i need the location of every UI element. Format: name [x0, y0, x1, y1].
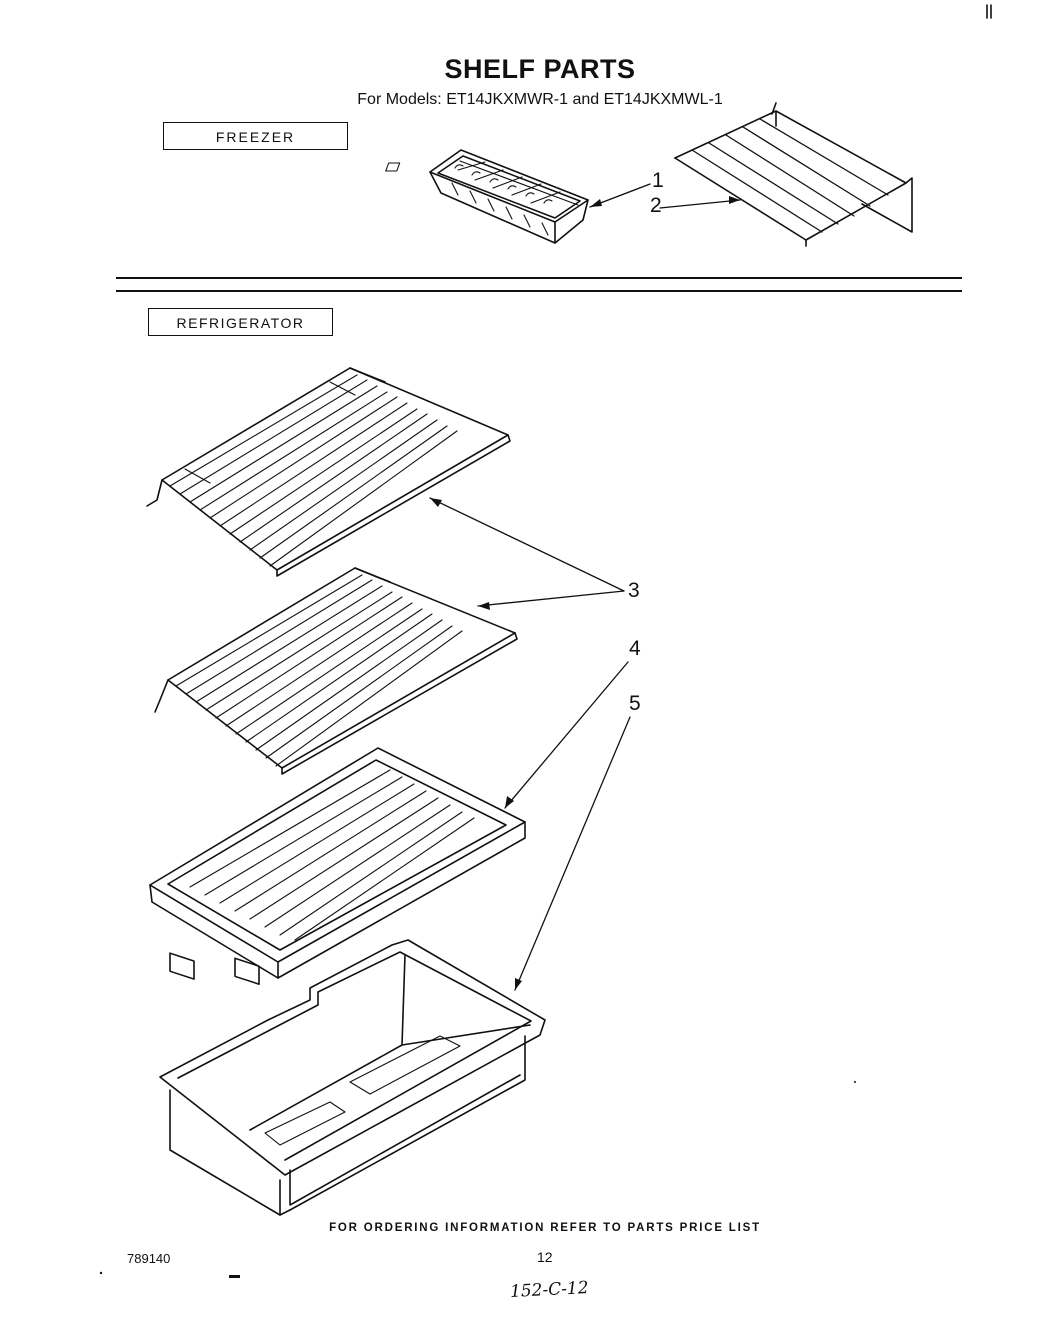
handwritten-note: 152-C-12 — [509, 1277, 590, 1303]
section-divider-bottom — [116, 290, 962, 292]
callout-leaders — [429, 183, 741, 991]
callout-3: 3 — [628, 579, 640, 602]
freezer-section-label: FREEZER — [163, 122, 348, 150]
callout-2: 2 — [650, 194, 662, 217]
crisper-drawer-drawing — [159, 939, 546, 1216]
section-divider-top — [116, 277, 962, 279]
page-number: 12 — [537, 1249, 553, 1265]
wire-shelf-upper-drawing — [146, 367, 511, 577]
freezer-wire-shelf-drawing — [674, 102, 913, 247]
page-title: SHELF PARTS — [444, 54, 636, 84]
models-subtitle: For Models: ET14JKXMWR-1 and ET14JKXMWL-… — [357, 91, 723, 108]
refrigerator-section-label: REFRIGERATOR — [148, 308, 333, 336]
callout-1: 1 — [652, 169, 664, 192]
callout-5: 5 — [629, 692, 641, 715]
callout-arrowheads — [430, 196, 740, 990]
callout-4: 4 — [629, 637, 641, 660]
ordering-footer: FOR ORDERING INFORMATION REFER TO PARTS … — [329, 1222, 761, 1234]
ice-tray-drawing — [385, 149, 589, 244]
document-number: 789140 — [127, 1251, 171, 1266]
wire-shelf-lower-drawing — [154, 567, 518, 775]
crisper-cover-drawing — [149, 747, 526, 985]
